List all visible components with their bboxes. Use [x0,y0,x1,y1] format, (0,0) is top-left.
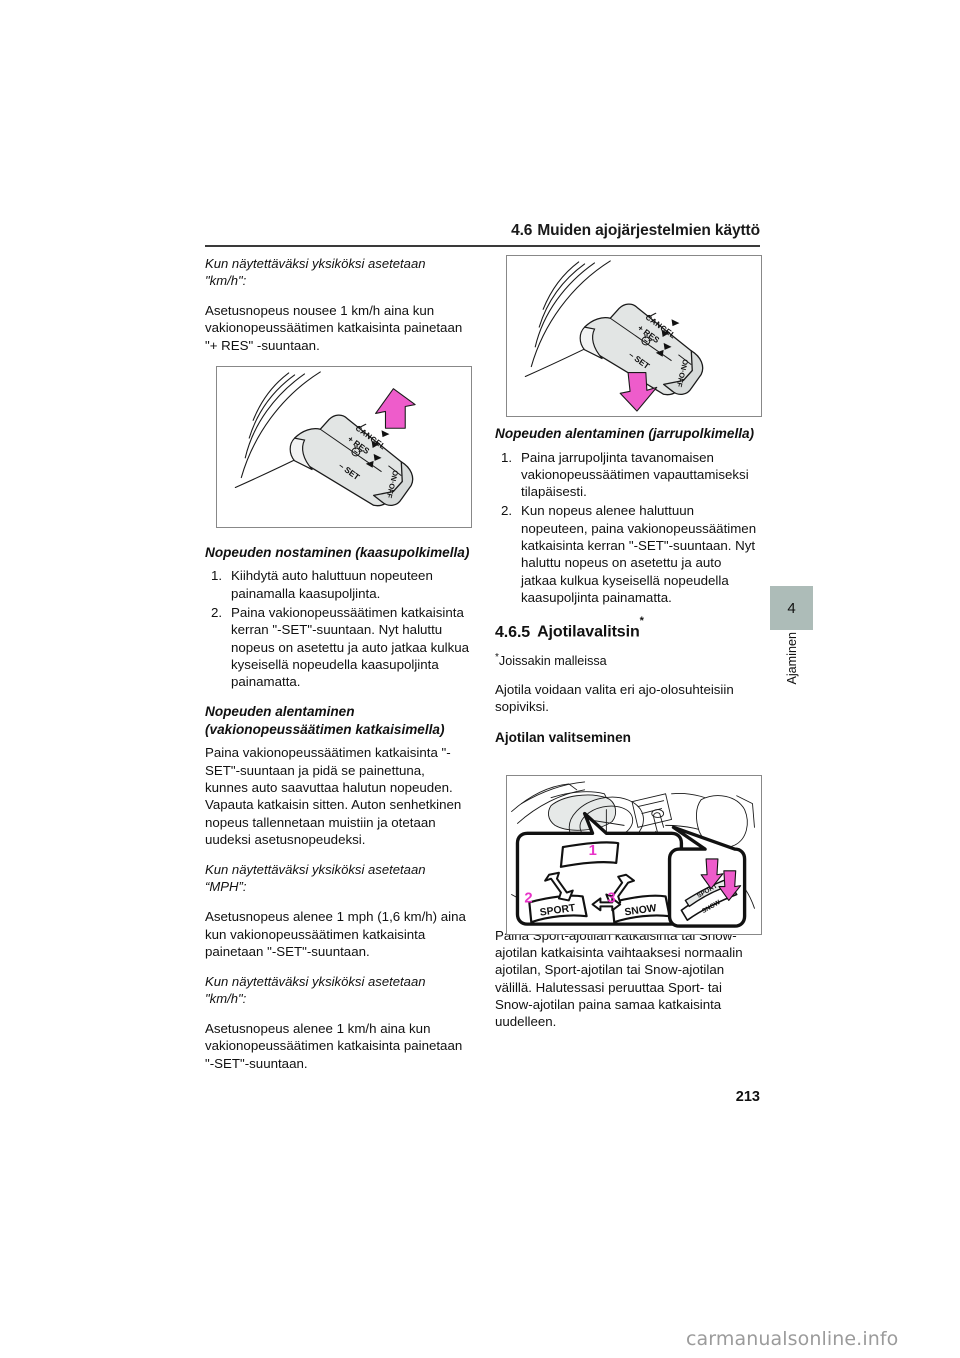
chapter-label-text: Ajaminen [784,632,799,685]
list-item: 2. Paina vakionopeussäätimen katkaisinta … [205,604,470,690]
left-note-2: Kun näytettäväksi yksiköksi asetetaan “M… [205,862,426,895]
page-number: 213 [735,1089,760,1105]
direction-arrow-down [619,372,658,412]
left-heading-2: Nopeuden alentaminen (vakionopeussäätime… [205,704,445,737]
chapter-thumb-tab: 4 [770,586,813,630]
figure-drive-mode-selector: SPORT SNOW 1 2 3 [506,775,762,935]
figure-cruise-stalk-up: CANCEL + RES – SET ON·OFF [216,366,472,528]
list-marker: 1. [211,568,223,584]
footnote-text: Joissakin malleissa [498,653,607,668]
list-item: 1. Paina jarrupoljinta tavanomaisen vakio… [495,449,760,501]
left-column: Kun näytettäväksi yksiköksi asetetaan "k… [205,255,470,1085]
callout-number-2: 2 [524,890,532,906]
callout-number-3: 3 [607,890,615,906]
left-note-3: Kun näytettäväksi yksiköksi asetetaan "k… [205,974,426,1007]
snow-button-label: SNOW [624,903,658,918]
site-watermark: carmanualsonline.info [686,1328,899,1350]
chapter-thumb-tab-label: Ajaminen [770,632,813,722]
left-paragraph-4: Asetusnopeus alenee 1 km/h aina kun vaki… [205,1021,463,1071]
callout-number-1: 1 [589,843,597,859]
direction-arrow-up [375,388,416,429]
list-text: Kun nopeus alenee haluttuun nopeuteen, p… [521,503,757,605]
left-note-1: Kun näytettäväksi yksiköksi asetetaan "k… [205,256,426,288]
footnote-marker: * [495,651,499,663]
chapter-number: 4 [787,599,796,617]
left-paragraph-3: Asetusnopeus alenee 1 mph (1,6 km/h) ain… [205,909,466,959]
list-text: Paina vakionopeussäätimen katkaisinta ke… [231,604,470,690]
press-arrow-sport [700,858,724,890]
left-heading-1: Nopeuden nostaminen (kaasupolkimella) [205,544,470,560]
section-footnote: *Joissakin malleissa [495,650,760,669]
left-steps-list-1: 1. Kiihdytä auto haluttuun nopeuteen pain… [205,567,470,690]
section-asterisk: * [639,615,644,628]
list-item: 2. Kun nopeus alenee haluttuun nopeuteen,… [495,502,760,606]
figure-cruise-stalk-down: CANCEL + RES – SET ON·OFF [506,255,762,417]
section-title: Ajotilavalitsin [537,623,640,641]
right-column: Nopeuden alentaminen (jarrupolkimella) 1… [495,248,760,1044]
section-number: 4.6.5 [495,623,531,641]
right-paragraph-1: Ajotila voidaan valita eri ajo-olosuhtei… [495,681,734,715]
list-text: Kiihdytä auto haluttuun nopeuteen painam… [231,568,433,601]
list-marker: 1. [501,449,513,465]
right-heading-1: Nopeuden alentaminen (jarrupolkimella) [495,426,755,441]
right-paragraph-2: Paina Sport-ajotilan katkaisinta tai Sno… [495,927,743,1030]
list-item: 1. Kiihdytä auto haluttuun nopeuteen pain… [205,567,470,602]
sport-button-label: SPORT [539,903,577,919]
list-marker: 2. [211,604,223,620]
header-divider [205,245,760,247]
header-section-number: 4.6 [511,222,533,239]
right-steps-list-1: 1. Paina jarrupoljinta tavanomaisen vakio… [495,449,760,607]
right-heading-2: Ajotilan valitseminen [495,729,631,745]
header-title: Muiden ajojärjestelmien käyttö [537,222,760,239]
drive-mode-callout-main: SPORT SNOW 1 2 3 [515,811,684,926]
drive-mode-callout-inset: SPORT SNOW [667,825,747,928]
press-arrow-snow [718,870,742,901]
left-paragraph-2: Paina vakionopeussäätimen katkaisinta "-… [205,745,462,847]
list-text: Paina jarrupoljinta tavanomaisen vakiono… [521,449,749,500]
left-paragraph-1: Asetusnopeus nousee 1 km/h aina kun vaki… [205,303,463,353]
list-marker: 2. [501,503,513,519]
section-heading-465: 4.6.5 Ajotilavalitsin* [495,615,760,641]
